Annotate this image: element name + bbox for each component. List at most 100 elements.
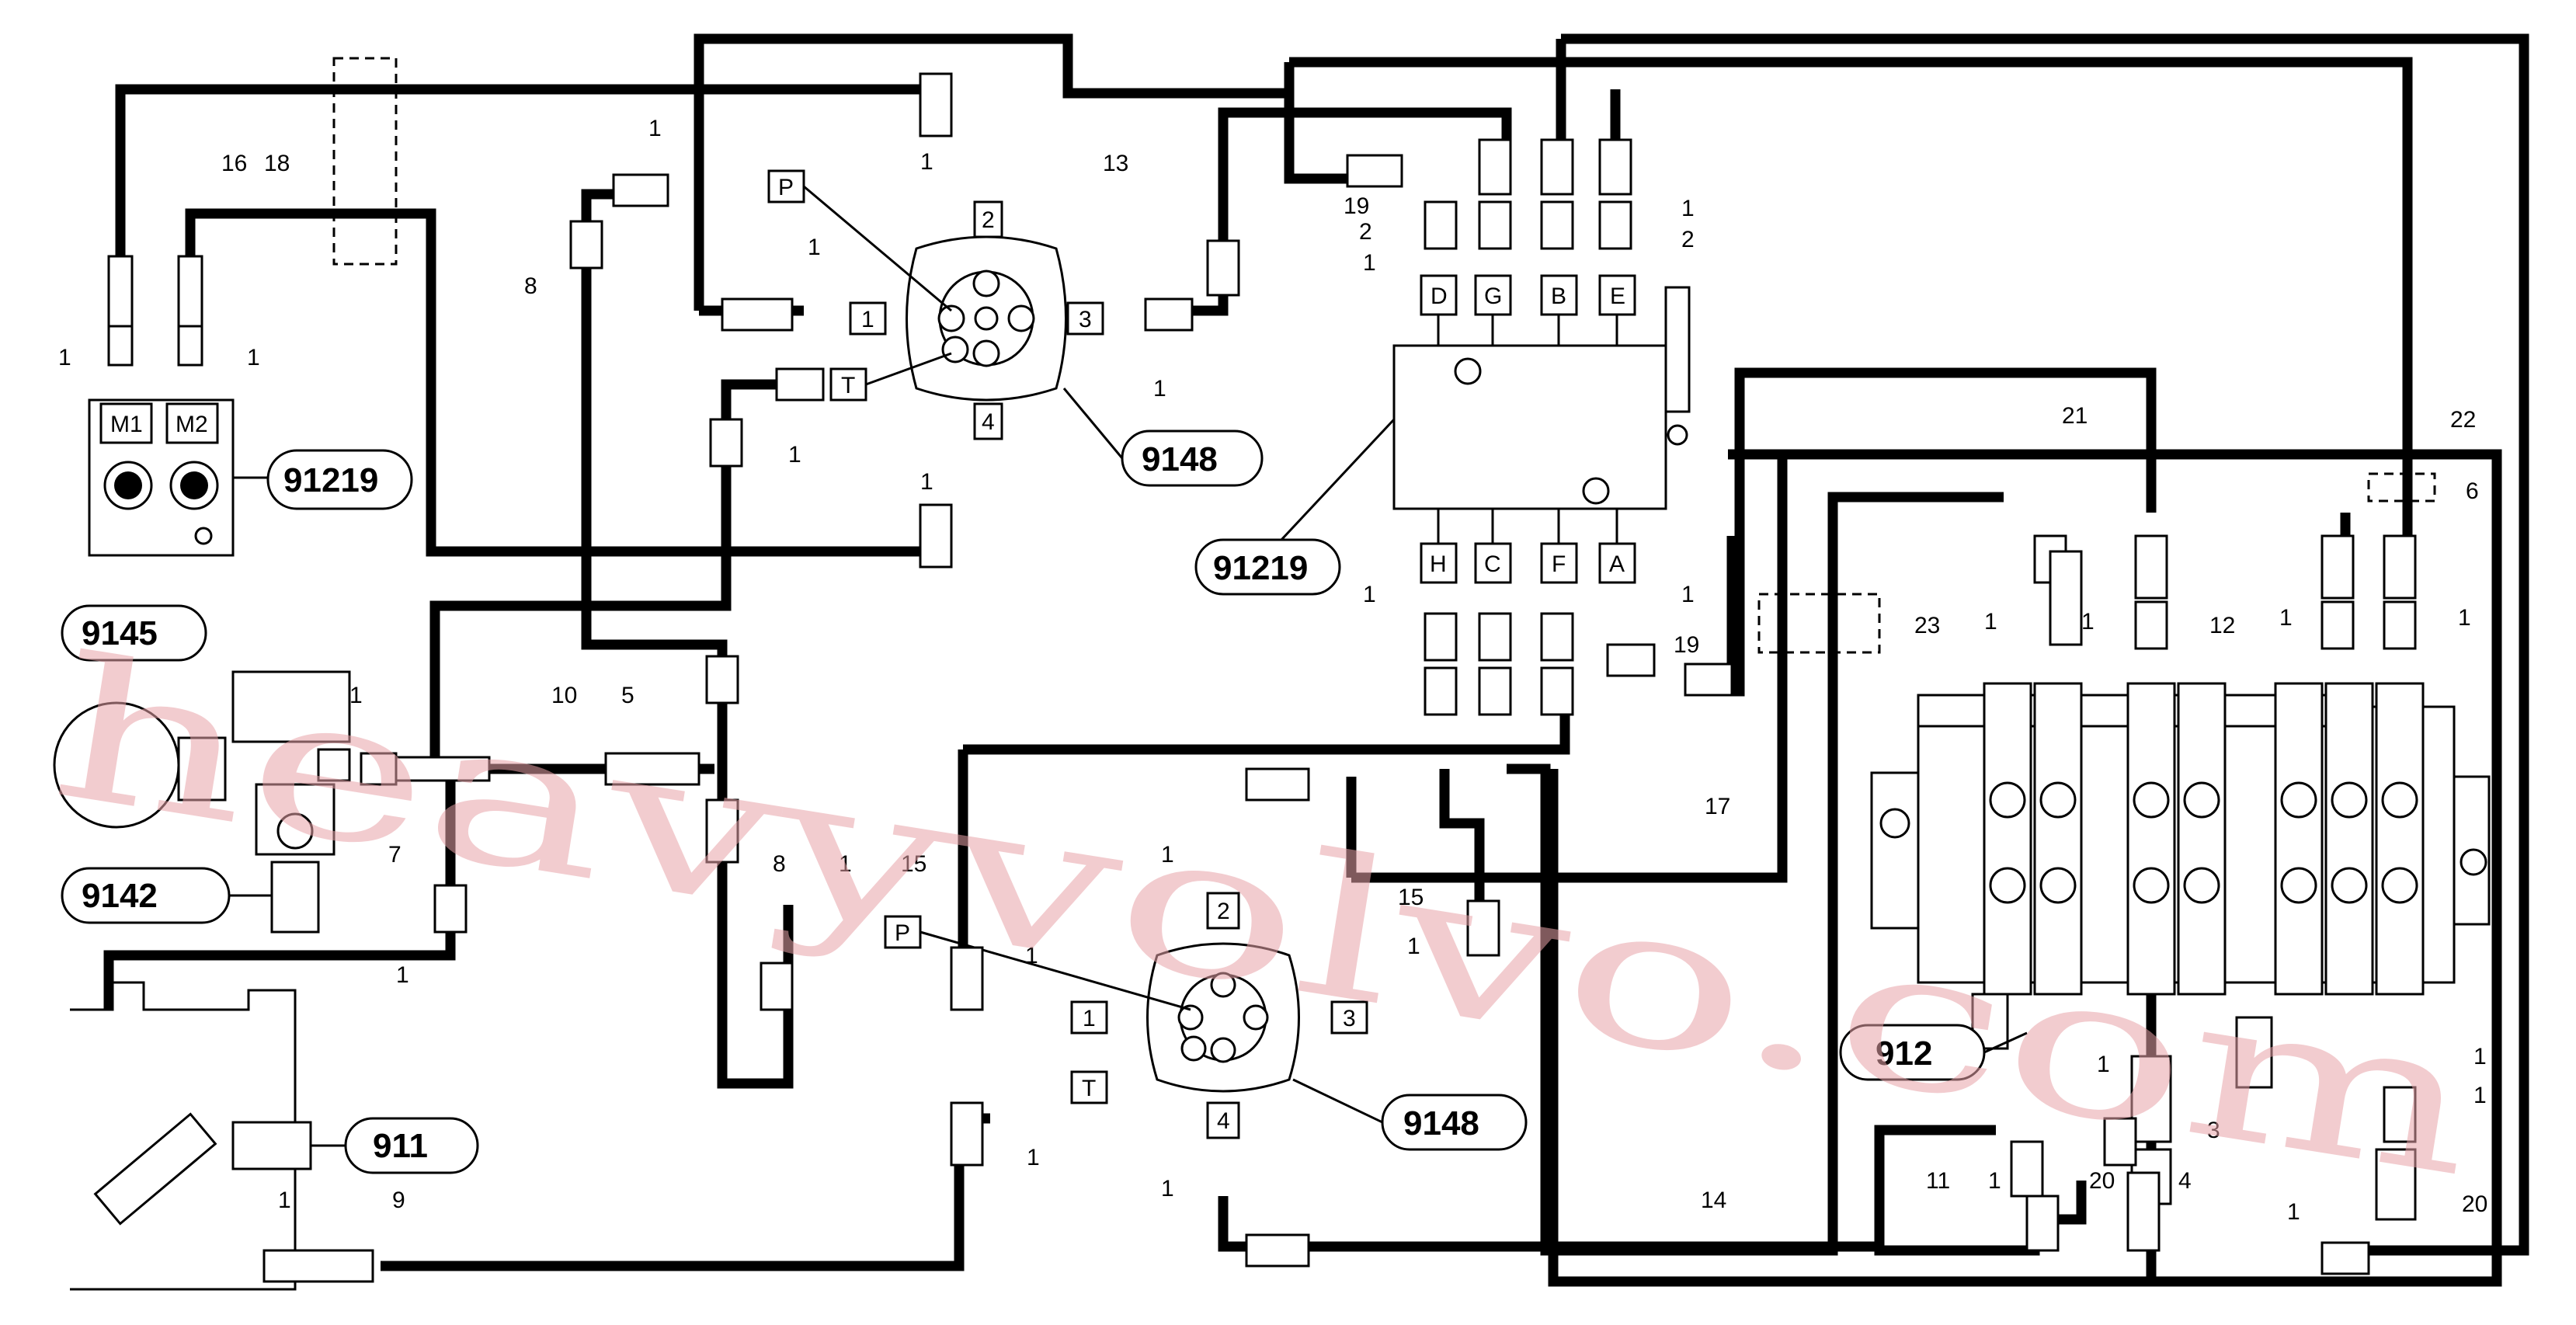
port-m2-label: M2 [176,412,208,437]
callout-6: 6 [2466,478,2479,504]
callout-18: 18 [264,151,290,176]
callout-4: 4 [2178,1168,2192,1194]
ujs-port-4: 4 [982,409,995,435]
ujs-port-1: 1 [861,307,874,332]
callout-14: 14 [1701,1188,1726,1213]
callout-1-cv-b: 1 [2081,609,2095,635]
callout-1-11: 1 [1988,1168,2001,1194]
ljs-port-1: 1 [1083,1006,1096,1031]
callout-2-top-right: 2 [1681,227,1695,252]
callout-5: 5 [621,683,634,708]
pv-port-e: E [1610,283,1625,309]
ljs-port-2: 2 [1217,899,1230,924]
ujs-port-3: 3 [1079,307,1092,332]
port-m1-label: M1 [110,412,143,437]
callout-1-ljs-t: 1 [1027,1145,1040,1170]
ref-box-6 [2367,472,2436,503]
component-label-9148-upper: 9148 [1142,440,1218,478]
callout-1-pv-right: 1 [1681,582,1695,607]
callout-21: 21 [2062,403,2088,429]
callout-1-top-left: 1 [1363,250,1376,276]
callout-1-cv-mid: 1 [2097,1052,2110,1077]
callout-1-acc: 1 [349,683,363,708]
callout-1-ljs-1: 1 [1025,943,1038,969]
callout-1-cv-low: 1 [2287,1199,2300,1225]
proportional-valve: D G B E H C F A [1346,138,1733,716]
pv-port-c: C [1484,551,1501,577]
component-label-box-91219-left [266,449,413,510]
accumulator [53,701,227,829]
component-label-91219-right: 91219 [1213,549,1308,587]
callout-numbers: 16 18 1 1 8 1 1 1 1 1 1 13 19 2 1 1 2 21… [58,116,2487,1225]
callout-16: 16 [221,151,247,176]
callout-1-cv-a: 1 [1984,609,1997,635]
pv-port-d: D [1431,283,1448,309]
ref-box-18 [332,57,398,266]
ujs-port-2: 2 [982,207,995,233]
ljs-port-3: 3 [1343,1006,1356,1031]
ujs-port-p: P [778,175,794,200]
callout-1-ujs-bottom: 1 [920,469,933,495]
component-label-box-9145 [61,604,207,662]
callout-1-ljs-3: 1 [1407,934,1420,959]
dual-gauge-block: M1 M2 [88,255,235,557]
pilot-joystick-upper: 2 4 1 3 P T [569,72,1240,569]
callout-20-left: 20 [2089,1168,2115,1194]
callout-1-m1: 1 [58,345,71,370]
callout-19-right: 19 [1674,632,1699,658]
callout-1-top-right: 1 [1681,196,1695,221]
callout-1-reducer: 1 [396,962,409,988]
callout-1-ujs-t: 1 [788,442,801,468]
callout-2-top-left: 2 [1359,219,1372,245]
component-label-911: 911 [373,1127,428,1165]
component-label-912: 912 [1876,1035,1932,1073]
ljs-port-4: 4 [1217,1108,1230,1134]
component-label-9142: 9142 [82,877,158,915]
callout-1-ujs-1: 1 [808,235,821,260]
callout-1-ljs-p: 1 [839,851,852,877]
callout-20-right: 20 [2462,1191,2487,1217]
callout-1-cv-d: 1 [2458,605,2471,631]
component-label-box-91219-right [1194,538,1341,596]
callout-1-pv-left: 1 [1363,582,1376,607]
callout-1-cv-right: 1 [2473,1044,2487,1069]
ref-box-23 [1757,593,1881,654]
callout-8-upper: 8 [524,273,537,299]
callout-10: 10 [551,683,577,708]
callout-1-ujs-left: 1 [648,116,662,141]
ujs-port-t: T [841,373,855,398]
callout-1-ujs-3: 1 [1153,376,1166,402]
callout-9: 9 [392,1188,405,1213]
component-label-9148-lower: 9148 [1403,1104,1479,1142]
callout-17: 17 [1705,794,1730,819]
callout-7: 7 [388,842,402,868]
callout-11: 11 [1926,1168,1950,1194]
callout-23: 23 [1914,613,1940,638]
pv-port-f: F [1552,551,1566,577]
tank [70,981,312,1291]
callout-1-m2: 1 [247,345,260,370]
pressure-reducer: A [231,670,491,934]
ljs-port-t: T [1082,1076,1096,1101]
pv-port-a: A [1609,551,1625,577]
callout-8-lower: 8 [773,851,786,877]
callout-19-top: 19 [1344,193,1369,219]
ljs-port-p: P [895,920,910,946]
callout-1-ljs-bottom: 1 [1161,1176,1174,1202]
pv-port-g: G [1484,283,1502,309]
callout-15-left: 15 [901,851,926,877]
callout-13: 13 [1103,151,1128,176]
callout-15-right: 15 [1398,885,1424,910]
pv-port-h: H [1430,551,1447,577]
component-label-9145: 9145 [82,614,158,652]
pilot-joystick-lower: 2 4 1 3 P T [760,767,1500,1268]
callout-22: 22 [2450,407,2476,433]
component-label-91219-left: 91219 [283,461,378,499]
callout-1-cv-c: 1 [2279,605,2293,631]
callout-1-cv-right-2: 1 [2473,1083,2487,1108]
callout-1-ujs-top: 1 [920,149,933,175]
callout-3: 3 [2207,1118,2220,1143]
callout-1-tank: 1 [278,1188,291,1213]
control-valve [1870,534,2491,1275]
